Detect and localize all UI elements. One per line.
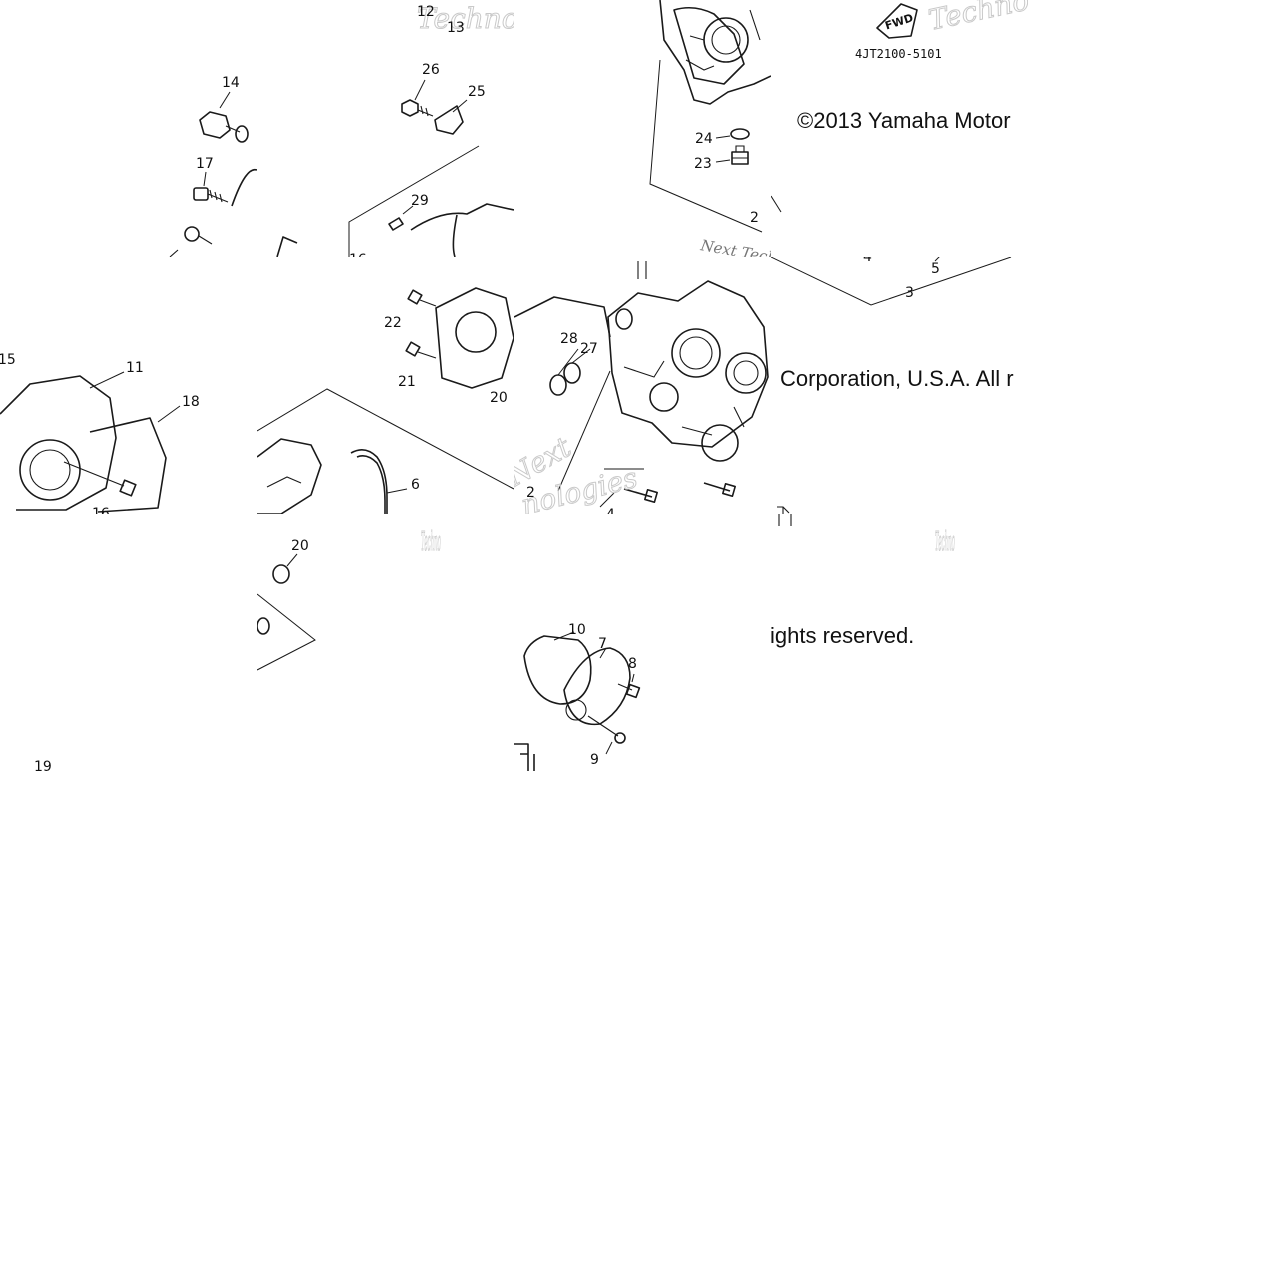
washer-fragment (169, 168, 257, 257)
stud-fragment (637, 261, 647, 279)
watermark-t: Techno (421, 527, 441, 557)
diagram-tile-row2-4: 5 3 4 (771, 257, 1028, 514)
watermark-tagline: Next Technologies (698, 236, 771, 257)
bracket-25 (434, 99, 468, 135)
crankcase-left-half (514, 280, 769, 462)
dowel-20 (272, 553, 298, 584)
watermark-techno-2: Techno (926, 0, 1028, 37)
dowel-fragment (257, 617, 270, 635)
gasket-6 (350, 449, 408, 514)
cover-gasket-10 (523, 631, 592, 705)
callout-21: 21 (398, 374, 416, 390)
drain-plug-23 (715, 145, 749, 165)
callout-19-holder: 19 (34, 759, 52, 775)
gasket-outline (410, 203, 514, 257)
callout-14: 14 (222, 75, 240, 91)
callout-3: 3 (905, 285, 914, 301)
gasket-18 (89, 405, 181, 513)
callout-29: 29 (411, 193, 429, 209)
diagram-tile-row2-1 (0, 257, 257, 514)
assembly-bracket-line-2 (649, 59, 763, 233)
diagram-tile-row3-2: 20 Techno (257, 514, 514, 771)
callout-23: 23 (694, 156, 712, 172)
diagram-tile-row3-1 (0, 514, 257, 771)
case-edge (276, 236, 298, 257)
bolt-8 (617, 673, 641, 699)
callout-13: 13 (447, 20, 465, 36)
diagram-tile-top-3: 24 23 2 Next Technologies (514, 0, 771, 257)
cover-fragment (257, 438, 322, 514)
leader-5 (934, 257, 940, 262)
screw-fragment (193, 171, 229, 203)
diagram-tile-left-mid: 15 11 18 16 (0, 350, 257, 514)
diagram-tile-top-4: FWD Techno 4JT2100-5101 (771, 0, 1028, 257)
stud-fragment-2 (777, 506, 790, 514)
bolt-26 (401, 79, 434, 117)
diagram-tile-row2-2: 6 (257, 257, 514, 514)
crankcase-cover-11 (0, 371, 125, 511)
diagram-tile-row3-4: Techno (771, 514, 1028, 771)
assembly-bracket-line-4 (771, 257, 1012, 306)
leader-2b (557, 370, 611, 492)
bolts-4 (599, 468, 736, 508)
callout-11: 11 (126, 360, 144, 376)
callout-2a: 2 (750, 210, 759, 226)
diagram-tile-row2-3: 28 27 2 4 Next nologies (514, 257, 771, 514)
callout-20a: 20 (490, 390, 508, 406)
callout-15: 15 (0, 352, 16, 368)
callout-17: 17 (196, 156, 214, 172)
callout-9: 9 (590, 752, 599, 768)
crankcase-right-half (659, 0, 771, 105)
washer-24 (715, 128, 750, 140)
bolt-16 (63, 461, 137, 497)
diagram-tile-top-left: 14 17 (0, 0, 257, 257)
copyright-line-2: Corporation, U.S.A. All r (780, 366, 1014, 391)
callout-27: 27 (580, 341, 598, 357)
fwd-arrow-icon: FWD (876, 3, 918, 39)
callout-12: 12 (417, 4, 435, 20)
watermark-t2: Techno (935, 527, 955, 557)
watermark-techno: Techno (417, 2, 514, 35)
diagram-tile-row3-3: 10 7 8 9 (514, 514, 771, 771)
callout-19: 19 (34, 759, 52, 775)
dowel-pins (549, 308, 633, 396)
callout-18: 18 (182, 394, 200, 410)
bolt-22 (407, 289, 437, 307)
callout-25: 25 (468, 84, 486, 100)
callout-22: 22 (384, 315, 402, 331)
callout-6: 6 (411, 477, 420, 493)
cover-7 (563, 647, 631, 726)
diagram-code: 4JT2100-5101 (855, 47, 942, 61)
callout-16a: 16 (349, 252, 367, 257)
fwd-label: FWD (883, 11, 914, 32)
assembly-bracket-line (348, 145, 480, 257)
callout-8: 8 (628, 656, 637, 672)
assembly-bracket-line-3 (257, 388, 514, 490)
assembly-bracket-line-5 (257, 593, 316, 671)
callout-4a: 4 (863, 257, 872, 265)
diagram-tile-top-2: Techno 12 13 26 25 29 16 (257, 0, 514, 257)
callout-16b: 16 (92, 506, 110, 514)
callout-28: 28 (560, 331, 578, 347)
copyright-line-1: ©2013 Yamaha Motor (797, 108, 1011, 133)
diagram-tile-bolts-overlay: 22 21 20 (380, 280, 514, 414)
callout-2b: 2 (526, 485, 535, 501)
bolt-21 (405, 341, 437, 359)
callout-7: 7 (598, 636, 607, 652)
case-fragment (514, 743, 535, 771)
callout-24: 24 (695, 131, 713, 147)
callout-20b: 20 (291, 538, 309, 554)
case-gasket (435, 287, 514, 389)
leader-fragment (771, 195, 782, 213)
dowel-29 (388, 205, 414, 231)
bolt-fragment (199, 91, 249, 143)
callout-5: 5 (931, 261, 940, 277)
copyright-line-3: ights reserved. (770, 623, 915, 648)
callout-26: 26 (422, 62, 440, 78)
stud-fragment-3 (778, 514, 792, 526)
callout-4b: 4 (606, 507, 615, 514)
screw-9 (587, 715, 626, 755)
callout-10: 10 (568, 622, 586, 638)
